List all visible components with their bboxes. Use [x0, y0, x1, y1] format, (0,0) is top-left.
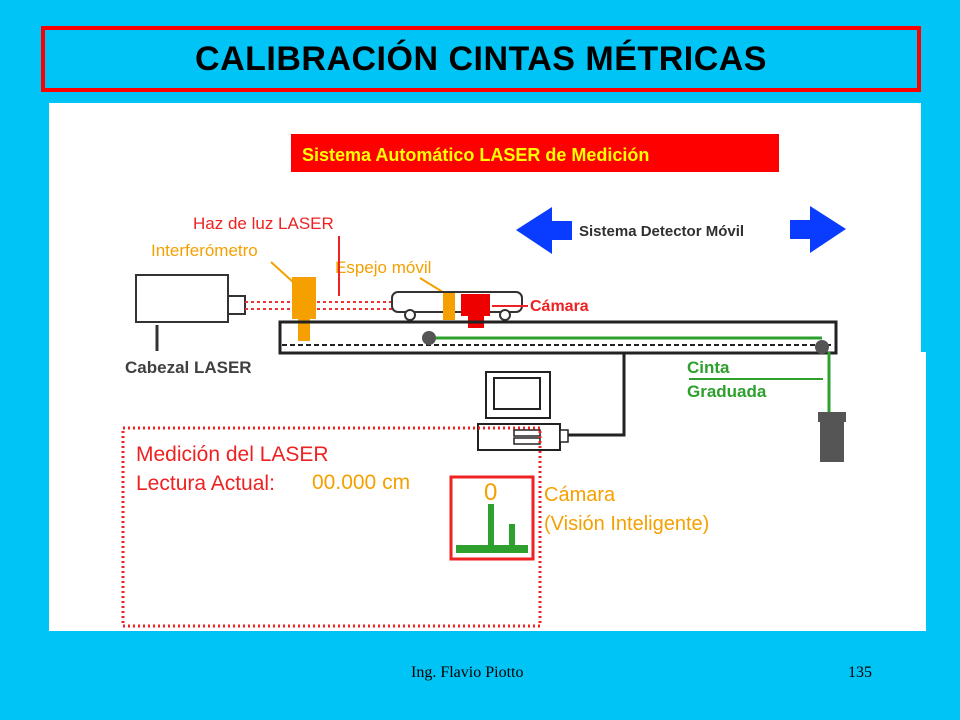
rail-frame [278, 320, 838, 355]
vision-zero-reading: 0 [484, 479, 497, 506]
current-reading-label: Lectura Actual: [136, 472, 275, 495]
computer-icon [477, 371, 569, 451]
measurement-title: Medición del LASER [136, 443, 329, 466]
interferometer-label: Interferómetro [151, 241, 258, 260]
tape-label-line1: Cinta [687, 358, 730, 377]
title-box: CALIBRACIÓN CINTAS MÉTRICAS [41, 26, 921, 92]
camera-block [461, 294, 490, 316]
weight-cap [818, 412, 846, 422]
current-reading-value: 00.000 cm [312, 471, 410, 494]
interferometer-leader [270, 261, 294, 283]
smart-camera-line1: Cámara [544, 484, 616, 506]
carriage-wheel-right [499, 309, 511, 321]
footer-page-number: 135 [848, 664, 872, 681]
carriage-body [391, 291, 523, 313]
vision-baseline [456, 545, 528, 553]
weight-body [820, 422, 844, 462]
measurement-box [121, 426, 542, 628]
slide-title: CALIBRACIÓN CINTAS MÉTRICAS [195, 39, 767, 78]
pulley-right [815, 340, 829, 354]
arrow-right-icon [790, 206, 846, 253]
laser-head-body [135, 274, 229, 323]
pulley-left [422, 331, 436, 345]
laser-beam-label: Haz de luz LASER [193, 214, 334, 233]
vision-peak-tall [488, 504, 494, 547]
carriage-wheel-left [404, 309, 416, 321]
camera-label: Cámara [530, 298, 589, 315]
diagram-panel [49, 103, 926, 631]
system-banner-box [291, 134, 779, 172]
moving-mirror-label: Espejo móvil [335, 258, 431, 277]
system-banner-label: Sistema Automático LASER de Medición [302, 145, 649, 165]
interferometer-post [298, 319, 310, 341]
arrow-left-icon [516, 207, 572, 254]
footer-author: Ing. Flavio Piotto [411, 664, 524, 681]
vision-peak-short [509, 524, 515, 547]
interferometer-block [292, 277, 316, 319]
moving-mirror-block [443, 293, 455, 320]
smart-camera-line2: (Visión Inteligente) [544, 513, 709, 535]
data-cable [567, 354, 626, 437]
laser-head-nozzle [227, 295, 246, 315]
mobile-detector-label: Sistema Detector Móvil [579, 223, 744, 240]
laser-head-label: Cabezal LASER [125, 358, 252, 377]
tape-label-line2: Graduada [687, 382, 767, 401]
